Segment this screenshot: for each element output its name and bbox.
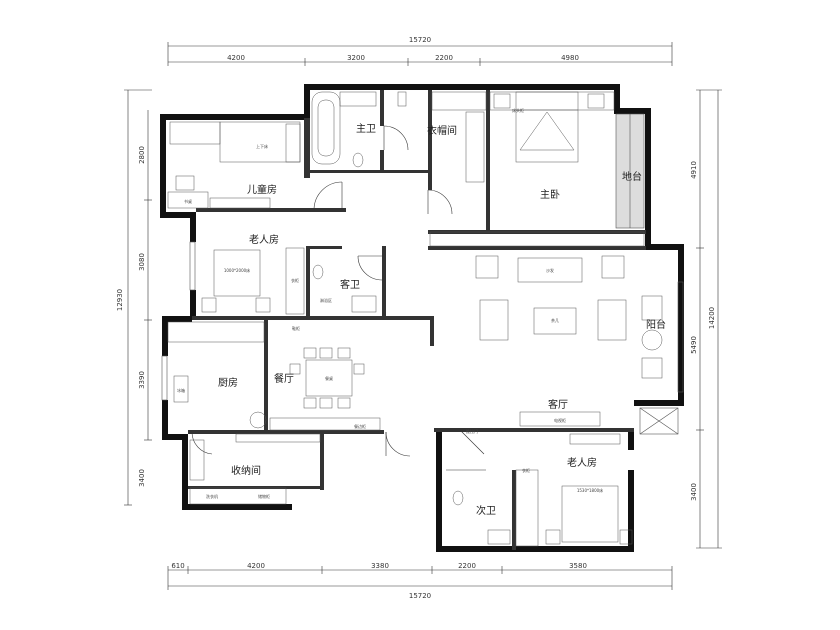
label-shower: 淋浴区 <box>320 297 332 303</box>
sofa-icon <box>517 257 583 283</box>
room-elderly-top: 老人房 <box>249 233 279 246</box>
room-elderly-bottom: 老人房 <box>567 456 597 469</box>
dim-left-3: 3390 <box>138 371 146 389</box>
room-storage: 收纳间 <box>231 464 261 477</box>
dim-right-1: 4910 <box>690 161 698 179</box>
label-tea-table: 茶几 <box>551 317 559 323</box>
room-dining: 餐厅 <box>274 372 294 385</box>
dim-bottom-2: 4200 <box>247 562 265 570</box>
dim-bottom-1: 610 <box>171 562 184 570</box>
room-master-bedroom: 主卧 <box>540 188 560 201</box>
dim-top-4: 4980 <box>561 54 579 62</box>
dim-left-1: 2800 <box>138 146 146 164</box>
doors <box>191 125 486 471</box>
room-kids: 儿童房 <box>247 183 277 196</box>
label-desk: 书桌 <box>184 198 192 204</box>
windows <box>161 113 684 435</box>
dim-bottom-5: 3580 <box>569 562 587 570</box>
label-shoe-cabinet: 鞋柜 <box>292 325 300 331</box>
exterior-walls <box>160 84 684 552</box>
dimension-lines <box>124 42 722 590</box>
dim-right-3: 3400 <box>690 483 698 501</box>
dim-bottom-4: 2200 <box>458 562 476 570</box>
room-walk-in-closet: 衣帽间 <box>427 124 457 137</box>
label-tv-cabinet: 电视柜 <box>554 417 566 423</box>
room-balcony: 阳台 <box>646 318 666 331</box>
label-bunk-bed: 上下床 <box>256 143 268 149</box>
dim-right-total: 14200 <box>708 307 716 329</box>
label-bed-1000: 1000*2000床 <box>224 267 250 273</box>
dim-top-1: 4200 <box>227 54 245 62</box>
label-fridge: 冰箱 <box>177 387 185 393</box>
room-second-bath: 次卫 <box>476 504 496 517</box>
dim-bottom-3: 3380 <box>371 562 389 570</box>
label-nightstand: 床头柜 <box>512 107 524 113</box>
dim-top-2: 3200 <box>347 54 365 62</box>
label-bed-1530: 1530*1800床 <box>577 487 603 493</box>
dim-bottom-total: 15720 <box>409 592 431 600</box>
dim-left-2: 3080 <box>138 253 146 271</box>
room-kitchen: 厨房 <box>218 376 238 389</box>
furniture <box>167 91 663 547</box>
label-storage-cabinet: 储物柜 <box>258 493 270 499</box>
dim-top-total: 15720 <box>409 36 431 44</box>
label-sofa: 沙发 <box>546 267 554 273</box>
label-sliding-door: 推拉门 <box>466 428 478 434</box>
dim-left-total: 12930 <box>116 289 124 311</box>
room-guest-bath: 客卫 <box>340 278 360 291</box>
room-bay-platform: 地台 <box>622 170 642 183</box>
room-living: 客厅 <box>548 398 568 411</box>
label-sideboard: 餐边柜 <box>354 423 366 429</box>
dimension-text: 15720 4200 3200 2200 4980 610 4200 3380 … <box>116 36 716 600</box>
furniture-labels: 上下床 书桌 1000*2000床 衣柜 衣柜 床头柜 电视柜 沙发 茶几 餐桌… <box>177 107 603 499</box>
room-master-bath: 主卫 <box>356 123 376 135</box>
bathtub-icon <box>311 91 341 165</box>
bed-icon <box>561 485 619 543</box>
dim-left-4: 3400 <box>138 469 146 487</box>
dim-top-3: 2200 <box>435 54 453 62</box>
bed-icon <box>515 91 579 163</box>
label-wardrobe: 衣柜 <box>522 467 530 473</box>
room-labels: 主卫 衣帽间 主卧 地台 儿童房 老人房 客卫 阳台 厨房 餐厅 客厅 收纳间 … <box>218 123 666 517</box>
dim-right-2: 5490 <box>690 336 698 354</box>
basin-icon <box>339 91 377 107</box>
label-dining-table: 餐桌 <box>325 375 333 381</box>
dining-table-icon <box>305 359 353 397</box>
interior-walls <box>188 90 646 550</box>
bed-icon <box>213 249 261 297</box>
label-cabinet: 衣柜 <box>291 277 299 283</box>
label-washer: 洗衣机 <box>206 493 218 499</box>
